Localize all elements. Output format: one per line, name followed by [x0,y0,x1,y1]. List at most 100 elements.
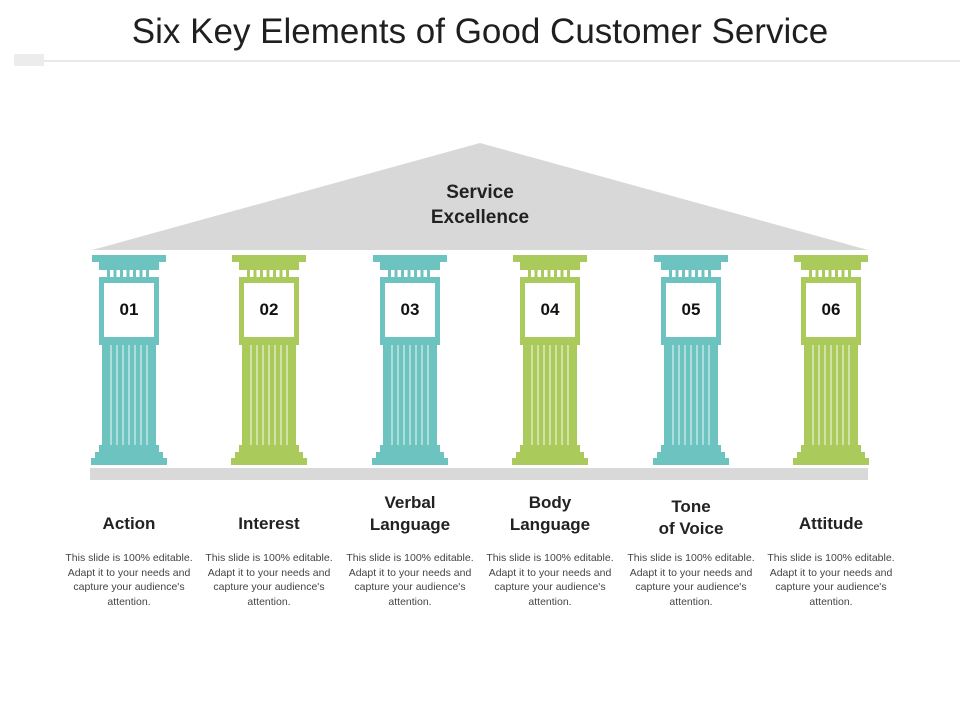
pillar-flute [286,345,288,445]
pillar-base-upper [801,445,861,452]
pillar-label-line-1: Attitude [798,514,864,533]
pillar-capital-dentil [401,270,404,277]
pillar-description: This slide is 100% editable. Adapt it to… [65,552,193,608]
pillar-capital-dentil [126,270,130,277]
pillar-capital-dentil [828,270,832,277]
pillar-capital-dentil [146,270,149,277]
pillar-flute [415,345,417,445]
pillar-flute [409,345,411,445]
pillar-capital-dentil [427,270,430,277]
pillar-label: Interest [199,513,339,535]
pillar-shaft [664,345,718,445]
pillar-capital-dentil [682,270,685,277]
pillar-capital-top [513,255,587,262]
pillar-flute [427,345,429,445]
pillar-flute [696,345,698,445]
pillar-capital-dentil [708,270,711,277]
pillar-flute [421,345,423,445]
pillar-base-upper [661,445,721,452]
pillar-flute [690,345,692,445]
pillar-number: 06 [806,283,856,337]
pillar-flute [391,345,393,445]
pillar-description: This slide is 100% editable. Adapt it to… [627,552,755,608]
pillar-flute [140,345,142,445]
pillar-base-middle [95,452,163,458]
pillar-capital-dentil [822,270,825,277]
pillar-capital-dentil [560,270,564,277]
pillar-number: 01 [104,283,154,337]
pillar-number: 02 [244,283,294,337]
pillar-capital-dentil [113,270,117,277]
pillar-flute [836,345,838,445]
pillar-capital-dentil [388,270,391,277]
pillar-capital-top [654,255,728,262]
pillar-capital-neck [99,262,159,270]
pillar-label-line-2: Language [509,515,591,534]
pillar-capital-neck [239,262,299,270]
pillar-number: 04 [525,283,575,337]
pillar-base-upper [380,445,440,452]
pillar-capital-neck [801,262,861,270]
pillar-shaft [242,345,296,445]
title-tab-decoration [14,54,44,66]
pillar-flute [848,345,850,445]
pillar-capital-top [92,255,166,262]
pillar-capital-top [232,255,306,262]
pillar-capital-dentil [669,270,672,277]
pillar-label: Action [59,513,199,535]
pillar-capital-dentil [835,270,838,277]
pillar-flute [702,345,704,445]
roof-label-line-2: Excellence [430,207,530,228]
pillar-capital-dentil [675,270,679,277]
pillar-flute [537,345,539,445]
pillar-flute [134,345,136,445]
pillar-base-middle [797,452,865,458]
pillar-description: This slide is 100% editable. Adapt it to… [767,552,895,608]
pillar-capital-dentil [695,270,698,277]
pillar-label: Attitude [761,513,901,535]
pillar-capital-neck [380,262,440,270]
pillar-flute [531,345,533,445]
pillar-capital-dentil [420,270,424,277]
pillar-flute [672,345,674,445]
temple-base [90,468,868,480]
pillar-capital-dentil [841,270,845,277]
pillar-base-upper [239,445,299,452]
pillar-flute [128,345,130,445]
pillar-base-upper [520,445,580,452]
pillar-flute [146,345,148,445]
pillar-flute [830,345,832,445]
pillar-capital-dentil [809,270,812,277]
pillar-flute [110,345,112,445]
pillar-label-line-1: Tone [671,497,711,516]
slide-title: Six Key Elements of Good Customer Servic… [131,12,829,51]
pillar-base-plinth [512,458,588,465]
pillar-capital-top [794,255,868,262]
pillar-flute [274,345,276,445]
pillar-flute [812,345,814,445]
pillar-flute [824,345,826,445]
pillar-flute [818,345,820,445]
pillar-description: This slide is 100% editable. Adapt it to… [205,552,333,608]
pillar-capital-dentil [266,270,270,277]
pillar-flute [543,345,545,445]
pillar-flute [549,345,551,445]
pillar-shaft [102,345,156,445]
pillar-capital-dentil [815,270,819,277]
pillar-base-middle [657,452,725,458]
pillar-base-plinth [231,458,307,465]
pillar-base-plinth [653,458,729,465]
pillar-base-middle [516,452,584,458]
pillar-label-line-1: Body [528,493,572,512]
pillar-capital-dentil [407,270,411,277]
roof-label: Service Excellence [380,180,580,230]
pillar-capital-dentil [528,270,531,277]
pillar-flute [561,345,563,445]
pillar-capital-dentil [107,270,110,277]
pillar-base-plinth [91,458,167,465]
pillar-capital-dentil [120,270,123,277]
